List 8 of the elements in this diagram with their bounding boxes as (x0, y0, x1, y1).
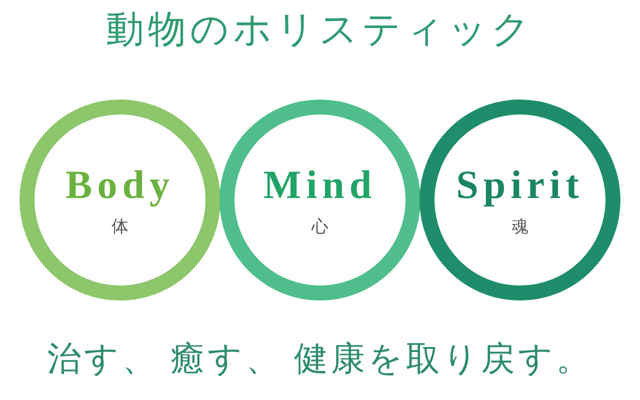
ring-heading: Body (64, 161, 176, 208)
ring-subheading: 魂 (510, 216, 530, 238)
caption: 治す、 癒す、 健康を取り戻す。 (46, 340, 594, 380)
ring-heading: Mind (262, 161, 378, 208)
ring-heading: Spirit (455, 161, 585, 208)
ring-subheading: 体 (110, 216, 130, 238)
ring-subheading: 心 (310, 216, 330, 238)
diagram-title: 動物のホリスティック (105, 8, 535, 53)
